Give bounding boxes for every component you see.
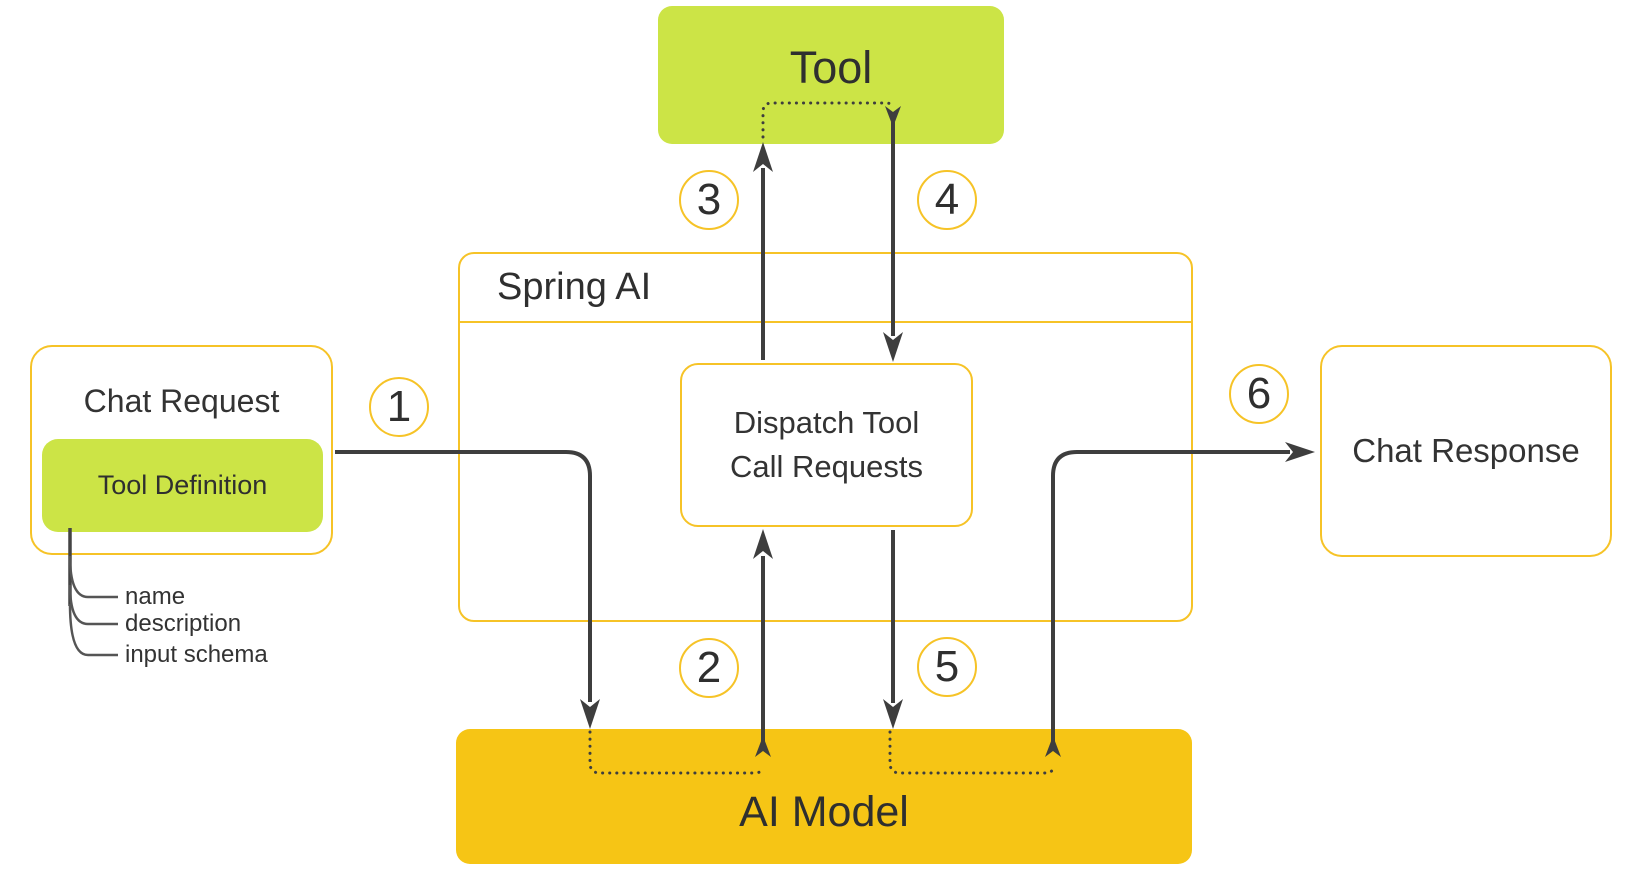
- spring-ai-box: Spring AI: [458, 252, 1193, 622]
- spring-ai-title: Spring AI: [497, 266, 652, 308]
- tool-field-label-input-schema: input schema: [125, 641, 268, 668]
- step-badge-1: 1: [369, 377, 429, 437]
- step-badge-4: 4: [917, 170, 977, 230]
- chat-request-title: Chat Request: [83, 383, 280, 419]
- dispatch-box: Dispatch Tool Call Requests: [680, 363, 973, 527]
- chat-request-box: Chat Request Tool Definition: [30, 345, 333, 555]
- step-number-4: 4: [934, 175, 960, 224]
- step-number-3: 3: [696, 175, 722, 224]
- tool-box-label: Tool: [789, 42, 873, 93]
- ai-model-label: AI Model: [739, 788, 909, 836]
- step-badge-2: 2: [679, 638, 739, 698]
- step-number-6: 6: [1246, 369, 1272, 418]
- step-badge-5: 5: [917, 637, 977, 697]
- tool-definition-box: Tool Definition: [42, 439, 323, 532]
- spring-ai-header: Spring AI: [460, 254, 1191, 323]
- dispatch-label: Dispatch Tool Call Requests: [730, 405, 923, 484]
- tool-definition-label: Tool Definition: [97, 470, 268, 500]
- ai-model-box: AI Model: [456, 729, 1192, 864]
- step-badge-6: 6: [1229, 364, 1289, 424]
- chat-response-label: Chat Response: [1352, 432, 1580, 469]
- step-badge-3: 3: [679, 170, 739, 230]
- tool-field-label-description: description: [125, 610, 242, 637]
- step-number-1: 1: [386, 382, 412, 431]
- tool-box: Tool: [658, 6, 1004, 144]
- tool-field-label-name: name: [125, 583, 186, 610]
- step-number-5: 5: [934, 642, 960, 691]
- step-number-2: 2: [696, 643, 722, 692]
- chat-response-box: Chat Response: [1320, 345, 1612, 557]
